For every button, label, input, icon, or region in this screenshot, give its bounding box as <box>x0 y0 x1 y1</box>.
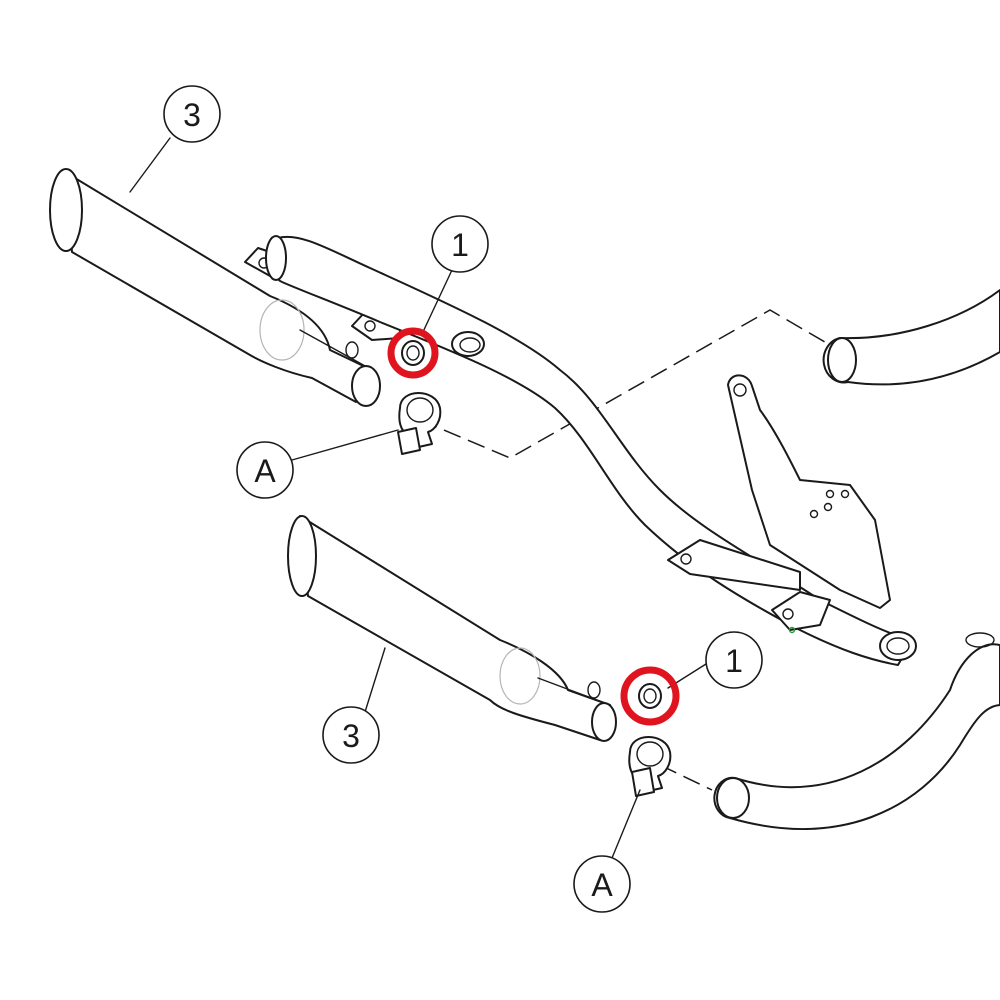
upper-exhaust-pipe <box>822 289 1000 386</box>
callout-part-1-lower: 1 <box>705 631 763 689</box>
lower-exhaust-pipe <box>713 632 1000 830</box>
upper-clamp <box>397 392 442 455</box>
callout-clamp-a-lower: A <box>573 855 631 913</box>
upper-gasket-highlight <box>387 327 439 379</box>
callout-clamp-a-upper: A <box>236 441 294 499</box>
lower-gasket-highlight <box>620 666 680 726</box>
upper-gasket <box>401 340 425 366</box>
callout-label: 1 <box>451 227 469 263</box>
mounting-bracket <box>244 235 917 666</box>
lower-muffler <box>287 515 617 742</box>
callout-part-1-upper: 1 <box>431 215 489 273</box>
upper-muffler <box>49 168 381 407</box>
lower-clamp <box>628 736 672 797</box>
callout-label: 1 <box>725 643 743 679</box>
leader-lines <box>129 137 707 859</box>
callout-label: A <box>254 453 276 489</box>
callout-part-3-lower: 3 <box>322 706 380 764</box>
callout-label: 3 <box>183 97 201 133</box>
callout-label: 3 <box>342 718 360 754</box>
callout-part-3-upper: 3 <box>163 85 221 143</box>
assembly-guide-lines <box>419 309 831 791</box>
callout-label: A <box>591 867 613 903</box>
lower-gasket <box>638 683 662 709</box>
